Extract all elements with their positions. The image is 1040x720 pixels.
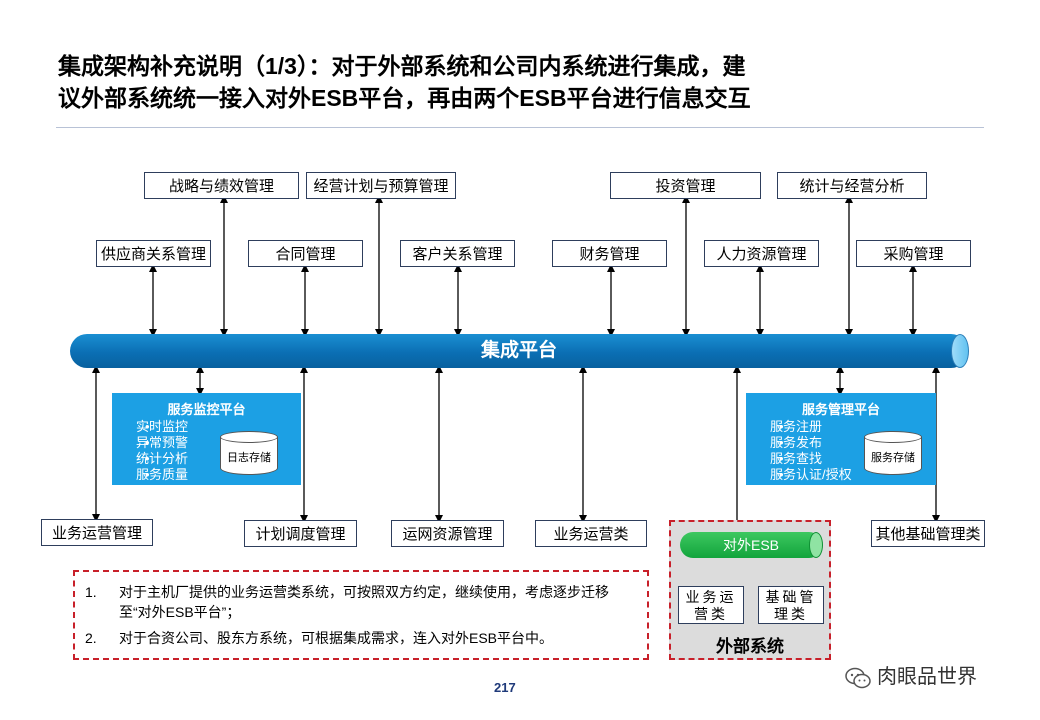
monitor-panel-list: 实时监控 异常预警 统计分析 服务质量: [112, 419, 188, 483]
external-esb-cap: [809, 532, 823, 558]
watermark: 肉眼品世界: [845, 660, 977, 689]
page-title: 集成架构补充说明（1/3）：对于外部系统和公司内系统进行集成，建 议外部系统统一…: [58, 50, 998, 114]
integration-platform-bus: 集成平台: [70, 334, 968, 368]
service-storage-label: 服务存储: [871, 452, 915, 464]
wechat-icon: [845, 667, 871, 688]
box-purchase: 采购管理: [856, 240, 971, 267]
external-esb-bus: 对外ESB: [680, 532, 822, 558]
external-business-operation-box: 业务运营类: [678, 586, 744, 624]
service-management-panel: 服务管理平台 服务注册 服务发布 服务查找 服务认证/授权 服务存储: [746, 393, 936, 485]
monitor-item: 服务质量: [136, 467, 188, 483]
manage-item: 服务认证/授权: [770, 467, 852, 483]
bus-label: 集成平台: [480, 340, 557, 361]
title-line-1: 集成架构补充说明（1/3）：对于外部系统和公司内系统进行集成，建: [58, 53, 746, 79]
watermark-text: 肉眼品世界: [877, 666, 977, 688]
monitor-item: 统计分析: [136, 451, 188, 467]
box-supplier-relation: 供应商关系管理: [96, 240, 211, 267]
box-network-resource-mgmt: 运网资源管理: [391, 520, 504, 547]
manage-panel-list: 服务注册 服务发布 服务查找 服务认证/授权: [746, 419, 852, 483]
page-number: 217: [494, 680, 516, 695]
box-hr: 人力资源管理: [704, 240, 819, 267]
box-finance: 财务管理: [552, 240, 667, 267]
box-business-operation-class: 业务运营类: [535, 520, 647, 547]
monitor-item: 异常预警: [136, 435, 188, 451]
box-investment: 投资管理: [610, 172, 761, 199]
note-text: 对于合资公司、股东方系统，可根据集成需求，连入对外ESB平台中。: [119, 630, 554, 646]
box-customer-relation: 客户关系管理: [400, 240, 515, 267]
service-monitor-panel: 服务监控平台 实时监控 异常预警 统计分析 服务质量 日志存储: [112, 393, 301, 485]
manage-panel-title: 服务管理平台: [801, 402, 880, 417]
manage-item: 服务注册: [770, 419, 852, 435]
note-text: 对于主机厂提供的业务运营类系统，可按照双方约定，继续使用，考虑逐步迁移至“对外E…: [119, 584, 609, 620]
box-strategy-performance: 战略与绩效管理: [144, 172, 299, 199]
monitor-panel-title: 服务监控平台: [167, 402, 246, 417]
box-dispatch-mgmt: 计划调度管理: [244, 520, 357, 547]
bus-end-cap: [951, 334, 969, 368]
manage-item: 服务发布: [770, 435, 852, 451]
notes-box: 1. 对于主机厂提供的业务运营类系统，可按照双方约定，继续使用，考虑逐步迁移至“…: [73, 570, 649, 660]
box-business-plan-budget: 经营计划与预算管理: [306, 172, 456, 199]
box-other-base-mgmt: 其他基础管理类: [871, 520, 985, 547]
note-number: 1.: [85, 584, 97, 600]
external-systems-group: 对外ESB 业务运营类 基础管理类 外部系统: [669, 520, 831, 660]
note-number: 2.: [85, 630, 97, 646]
title-divider: [56, 127, 984, 128]
external-base-mgmt-box: 基础管理类: [758, 586, 824, 624]
log-storage-database-icon: 日志存储: [220, 431, 278, 475]
service-storage-database-icon: 服务存储: [864, 431, 922, 475]
external-systems-label: 外部系统: [716, 637, 784, 656]
box-statistics-analysis: 统计与经营分析: [777, 172, 927, 199]
log-storage-label: 日志存储: [227, 452, 271, 464]
monitor-item: 实时监控: [136, 419, 188, 435]
manage-item: 服务查找: [770, 451, 852, 467]
box-business-operation-mgmt: 业务运营管理: [41, 519, 153, 546]
title-line-2: 议外部系统统一接入对外ESB平台，再由两个ESB平台进行信息交互: [58, 85, 751, 111]
box-contract: 合同管理: [248, 240, 363, 267]
